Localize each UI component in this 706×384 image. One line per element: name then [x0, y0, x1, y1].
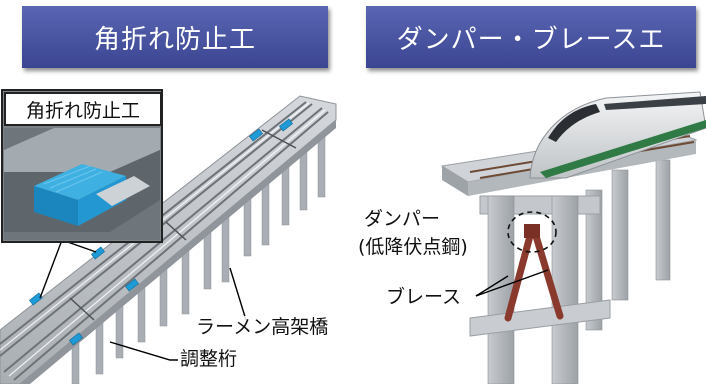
damper: [524, 224, 540, 238]
inset-label-text: 角折れ防止工: [25, 99, 140, 122]
damper-highlight: [507, 211, 557, 253]
left-title-banner: 角折れ防止工: [22, 6, 328, 68]
rahmen-columns: [71, 131, 326, 384]
shinkansen-train: [529, 91, 706, 179]
left-title: 角折れ防止工: [93, 24, 256, 55]
right-title-banner: ダンパー・ブレースエ: [366, 6, 696, 68]
rahmen-viaduct-label: ラーメン高架橋: [194, 316, 331, 338]
right-viaduct: [440, 91, 706, 384]
anti-break-devices: [29, 118, 293, 346]
front-columns: [487, 195, 579, 384]
damper-label: ダンパー: [362, 208, 443, 230]
left-viaduct: [0, 95, 337, 384]
inset-label: 角折れ防止工: [4, 92, 162, 126]
braces: [504, 232, 564, 322]
label-leaders: [109, 267, 247, 361]
adjustment-girder-label: 調整桁: [178, 348, 240, 370]
damper-sub-label: (低降伏点鋼): [356, 236, 470, 258]
right-title: ダンパー・ブレースエ: [396, 24, 666, 55]
brace-label: ブレース: [384, 286, 464, 308]
